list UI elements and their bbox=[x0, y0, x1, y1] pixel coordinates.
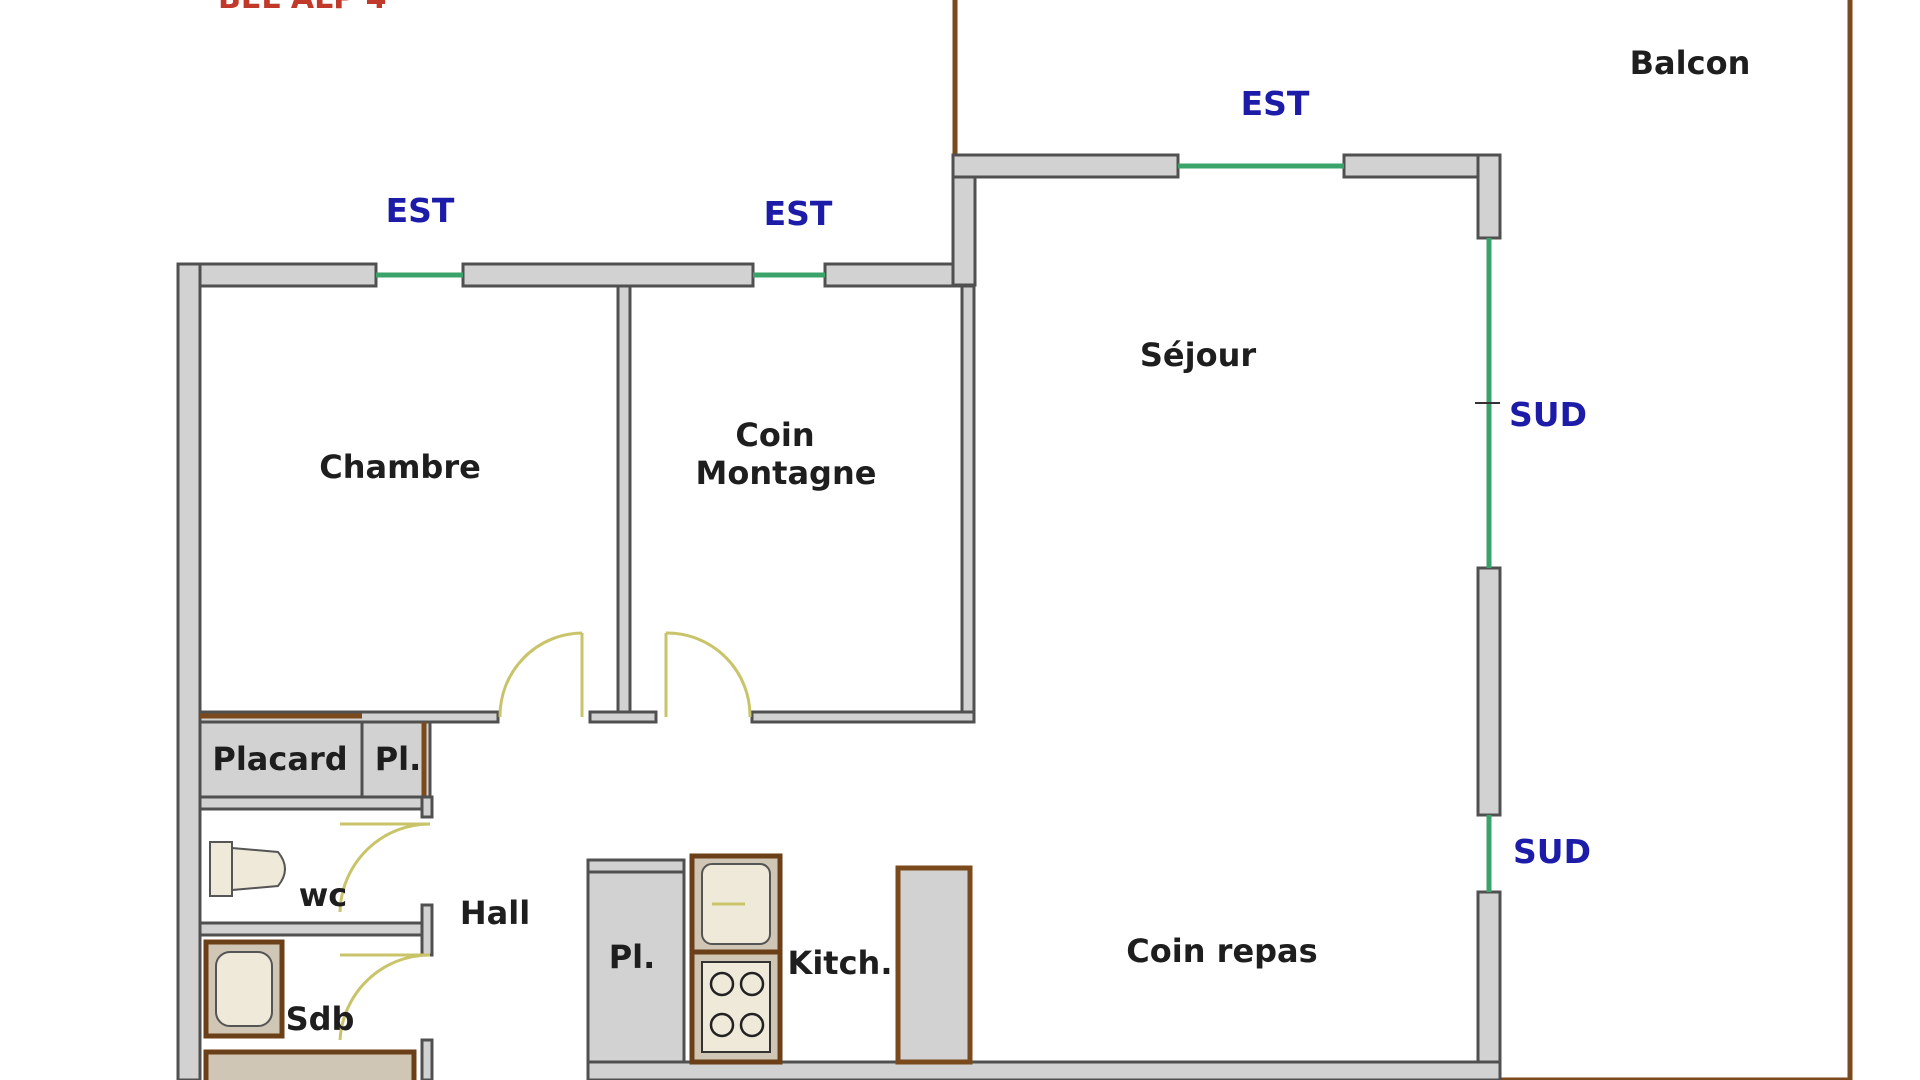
label-coin-montagne-line1: Coin bbox=[735, 416, 814, 454]
label-hall: Hall bbox=[460, 894, 530, 932]
doors bbox=[338, 631, 752, 1041]
windows bbox=[376, 163, 1500, 892]
label-sejour: Séjour bbox=[1140, 336, 1256, 374]
orientation-sud-bottom: SUD bbox=[1513, 832, 1591, 871]
stove-icon bbox=[689, 949, 783, 1065]
label-pl-small: Pl. bbox=[375, 740, 422, 778]
label-balcon: Balcon bbox=[1630, 44, 1751, 82]
label-placard: Placard bbox=[212, 740, 347, 778]
exterior-walls bbox=[176, 153, 1502, 1080]
label-kitch: Kitch. bbox=[788, 944, 893, 982]
balcony-outline bbox=[952, 0, 1853, 1080]
label-pl-kitchen: Pl. bbox=[609, 938, 656, 976]
label-chambre: Chambre bbox=[319, 448, 481, 486]
orientation-est-chambre: EST bbox=[386, 191, 455, 230]
sink-icon bbox=[689, 853, 783, 955]
label-coin-repas: Coin repas bbox=[1126, 932, 1317, 970]
orientation-est-coin: EST bbox=[764, 194, 833, 233]
toilet-icon bbox=[209, 841, 286, 897]
label-wc: wc bbox=[299, 876, 348, 914]
interior-walls bbox=[198, 284, 976, 1080]
orientation-est-balcon: EST bbox=[1241, 84, 1310, 123]
label-sdb: Sdb bbox=[286, 1000, 355, 1038]
orientation-sud-top: SUD bbox=[1509, 395, 1587, 434]
label-coin-montagne-line2: Montagne bbox=[696, 454, 877, 492]
plan-title: BEL ALP 4 bbox=[218, 0, 387, 16]
bathtub-icon bbox=[203, 1049, 417, 1080]
washbasin-icon bbox=[203, 939, 285, 1039]
